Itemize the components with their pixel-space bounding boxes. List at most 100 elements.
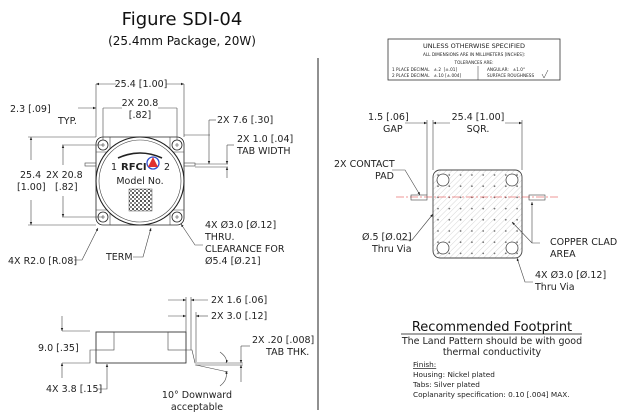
- via-dot: [516, 174, 518, 176]
- footprint-sqr: SQR.: [467, 124, 490, 135]
- via-dot: [448, 230, 451, 232]
- via-dot: [448, 218, 451, 221]
- via-dot: [448, 174, 451, 176]
- via-dot: [437, 174, 439, 176]
- copper-label-2: AREA: [550, 249, 576, 260]
- large-via-dim: 4X Ø3.0 [Ø.12]: [535, 270, 606, 281]
- tab-pos-dim: 2X 7.6 [.30]: [217, 115, 273, 126]
- tol-heading: UNLESS OTHERWISE SPECIFIED: [423, 42, 525, 50]
- model-label: Model No.: [116, 176, 163, 187]
- via-dot: [448, 185, 451, 188]
- contact-pad-right: [528, 194, 546, 201]
- logo-text: RFCI: [121, 162, 147, 173]
- hole-spacing-v: 2X 20.8: [46, 170, 83, 181]
- port-2-label: 2: [164, 162, 170, 173]
- side-body: [95, 331, 187, 364]
- tol-units: ALL DIMENSIONS ARE IN MILLIMETERS [INCHE…: [423, 52, 525, 57]
- via-dot: [482, 252, 485, 255]
- height-dim: 25.4: [20, 170, 41, 181]
- via-dot: [448, 207, 451, 210]
- via-dot: [471, 174, 473, 176]
- via-dot: [482, 174, 485, 176]
- hole-spacing-h-in: [.82]: [129, 110, 152, 121]
- finish-tabs: Tabs: Silver plated: [412, 380, 480, 389]
- tol-angular: ANGULAR: ±1.0°: [487, 67, 525, 72]
- via-dot: [516, 207, 518, 210]
- via-dot: [459, 185, 462, 188]
- via-dot: [504, 185, 507, 188]
- figure-subtitle: (25.4mm Package, 20W): [108, 34, 256, 48]
- via-dot: [459, 218, 462, 221]
- foot-dim: 4X 3.8 [.15]: [46, 384, 102, 395]
- port-1-label: 1: [111, 162, 117, 173]
- via-dot: [482, 241, 485, 244]
- via-dot: [437, 241, 439, 244]
- hole-dim: 4X Ø3.0 [Ø.12]: [205, 220, 276, 231]
- edge-dim: 2.3 [.09]: [10, 104, 51, 115]
- tab-width-dim: 2X 1.0 [.04]: [237, 134, 293, 145]
- logo-icon: [146, 156, 160, 170]
- via-dot: [504, 174, 507, 176]
- via-dot: [437, 230, 439, 232]
- hole-thru: THRU.: [204, 232, 235, 243]
- via-dot: [493, 174, 496, 176]
- via-dot: [504, 218, 507, 221]
- via-dot: [471, 207, 473, 210]
- tab-right: [183, 162, 196, 167]
- tol-subheading: TOLERANCES ARE:: [454, 60, 494, 65]
- via-dot: [493, 207, 496, 210]
- via-dot: [482, 218, 485, 221]
- width-dim: 25.4 [1.00]: [115, 79, 168, 90]
- term-label: TERM: [105, 252, 133, 263]
- via-dot: [459, 230, 462, 232]
- via-dot: [516, 252, 518, 255]
- hole-spacing-v-in: [.82]: [55, 182, 78, 193]
- via-dot: [459, 196, 462, 199]
- finish-coplanarity: Coplanarity specification: 0.10 [.004] M…: [413, 390, 570, 399]
- roughness-symbol-icon: [541, 69, 549, 79]
- via-dot: [493, 230, 496, 232]
- via-dot: [482, 230, 485, 232]
- via-dot: [471, 241, 473, 244]
- tol-one-place: 1 PLACE DECIMAL ±.2 [±.01]: [392, 67, 457, 72]
- side-view: 9.0 [.35] 4X 3.8 [.15] 2X 1.6 [.06] 2X 3…: [38, 295, 314, 413]
- via-dot: [459, 241, 462, 244]
- via-dot: [459, 252, 462, 255]
- footprint-heading: Recommended Footprint: [412, 320, 572, 335]
- via-dot: [482, 207, 485, 210]
- via-dot: [471, 252, 473, 255]
- contact-pad-label-2: PAD: [375, 171, 394, 182]
- tab-width-label: TAB WIDTH: [236, 146, 291, 157]
- figure-title: Figure SDI-04: [122, 9, 243, 30]
- via-dot: [516, 185, 518, 188]
- edge-dim-typ: TYP.: [57, 116, 77, 127]
- footprint-note-2: thermal conductivity: [443, 347, 542, 358]
- via-dot: [459, 207, 462, 210]
- via-dot: [493, 252, 496, 255]
- via-dot: [448, 252, 451, 255]
- small-vias: [437, 174, 518, 255]
- gap-dim: 1.5 [.06]: [368, 112, 409, 123]
- finish-housing: Housing: Nickel plated: [413, 370, 495, 379]
- via-dot: [448, 241, 451, 244]
- copper-label: COPPER CLAD: [550, 237, 617, 248]
- hole-clearance-dim: Ø5.4 [Ø.21]: [205, 256, 261, 267]
- hole-clearance: CLEARANCE FOR: [205, 244, 285, 255]
- tolerance-box: UNLESS OTHERWISE SPECIFIED ALL DIMENSION…: [387, 38, 561, 81]
- via-dot: [516, 241, 518, 244]
- via-dot: [504, 230, 507, 232]
- tab-left: [84, 162, 97, 167]
- bend-note-2: acceptable: [171, 402, 223, 413]
- via-dot: [504, 207, 507, 210]
- via-dot: [437, 207, 439, 210]
- via-dot: [437, 252, 439, 255]
- via-dot: [516, 218, 518, 221]
- height-dim-in: [1.00]: [17, 182, 46, 193]
- finish-heading: Finish:: [413, 360, 436, 369]
- tab-thk-dim: 2X .20 [.008]: [252, 335, 314, 346]
- hole-spacing-h: 2X 20.8: [122, 98, 159, 109]
- tol-two-place: 2 PLACE DECIMAL ±.10 [±.004]: [392, 73, 461, 78]
- footprint-size-dim: 25.4 [1.00]: [452, 112, 505, 123]
- lid-circle: [95, 136, 185, 226]
